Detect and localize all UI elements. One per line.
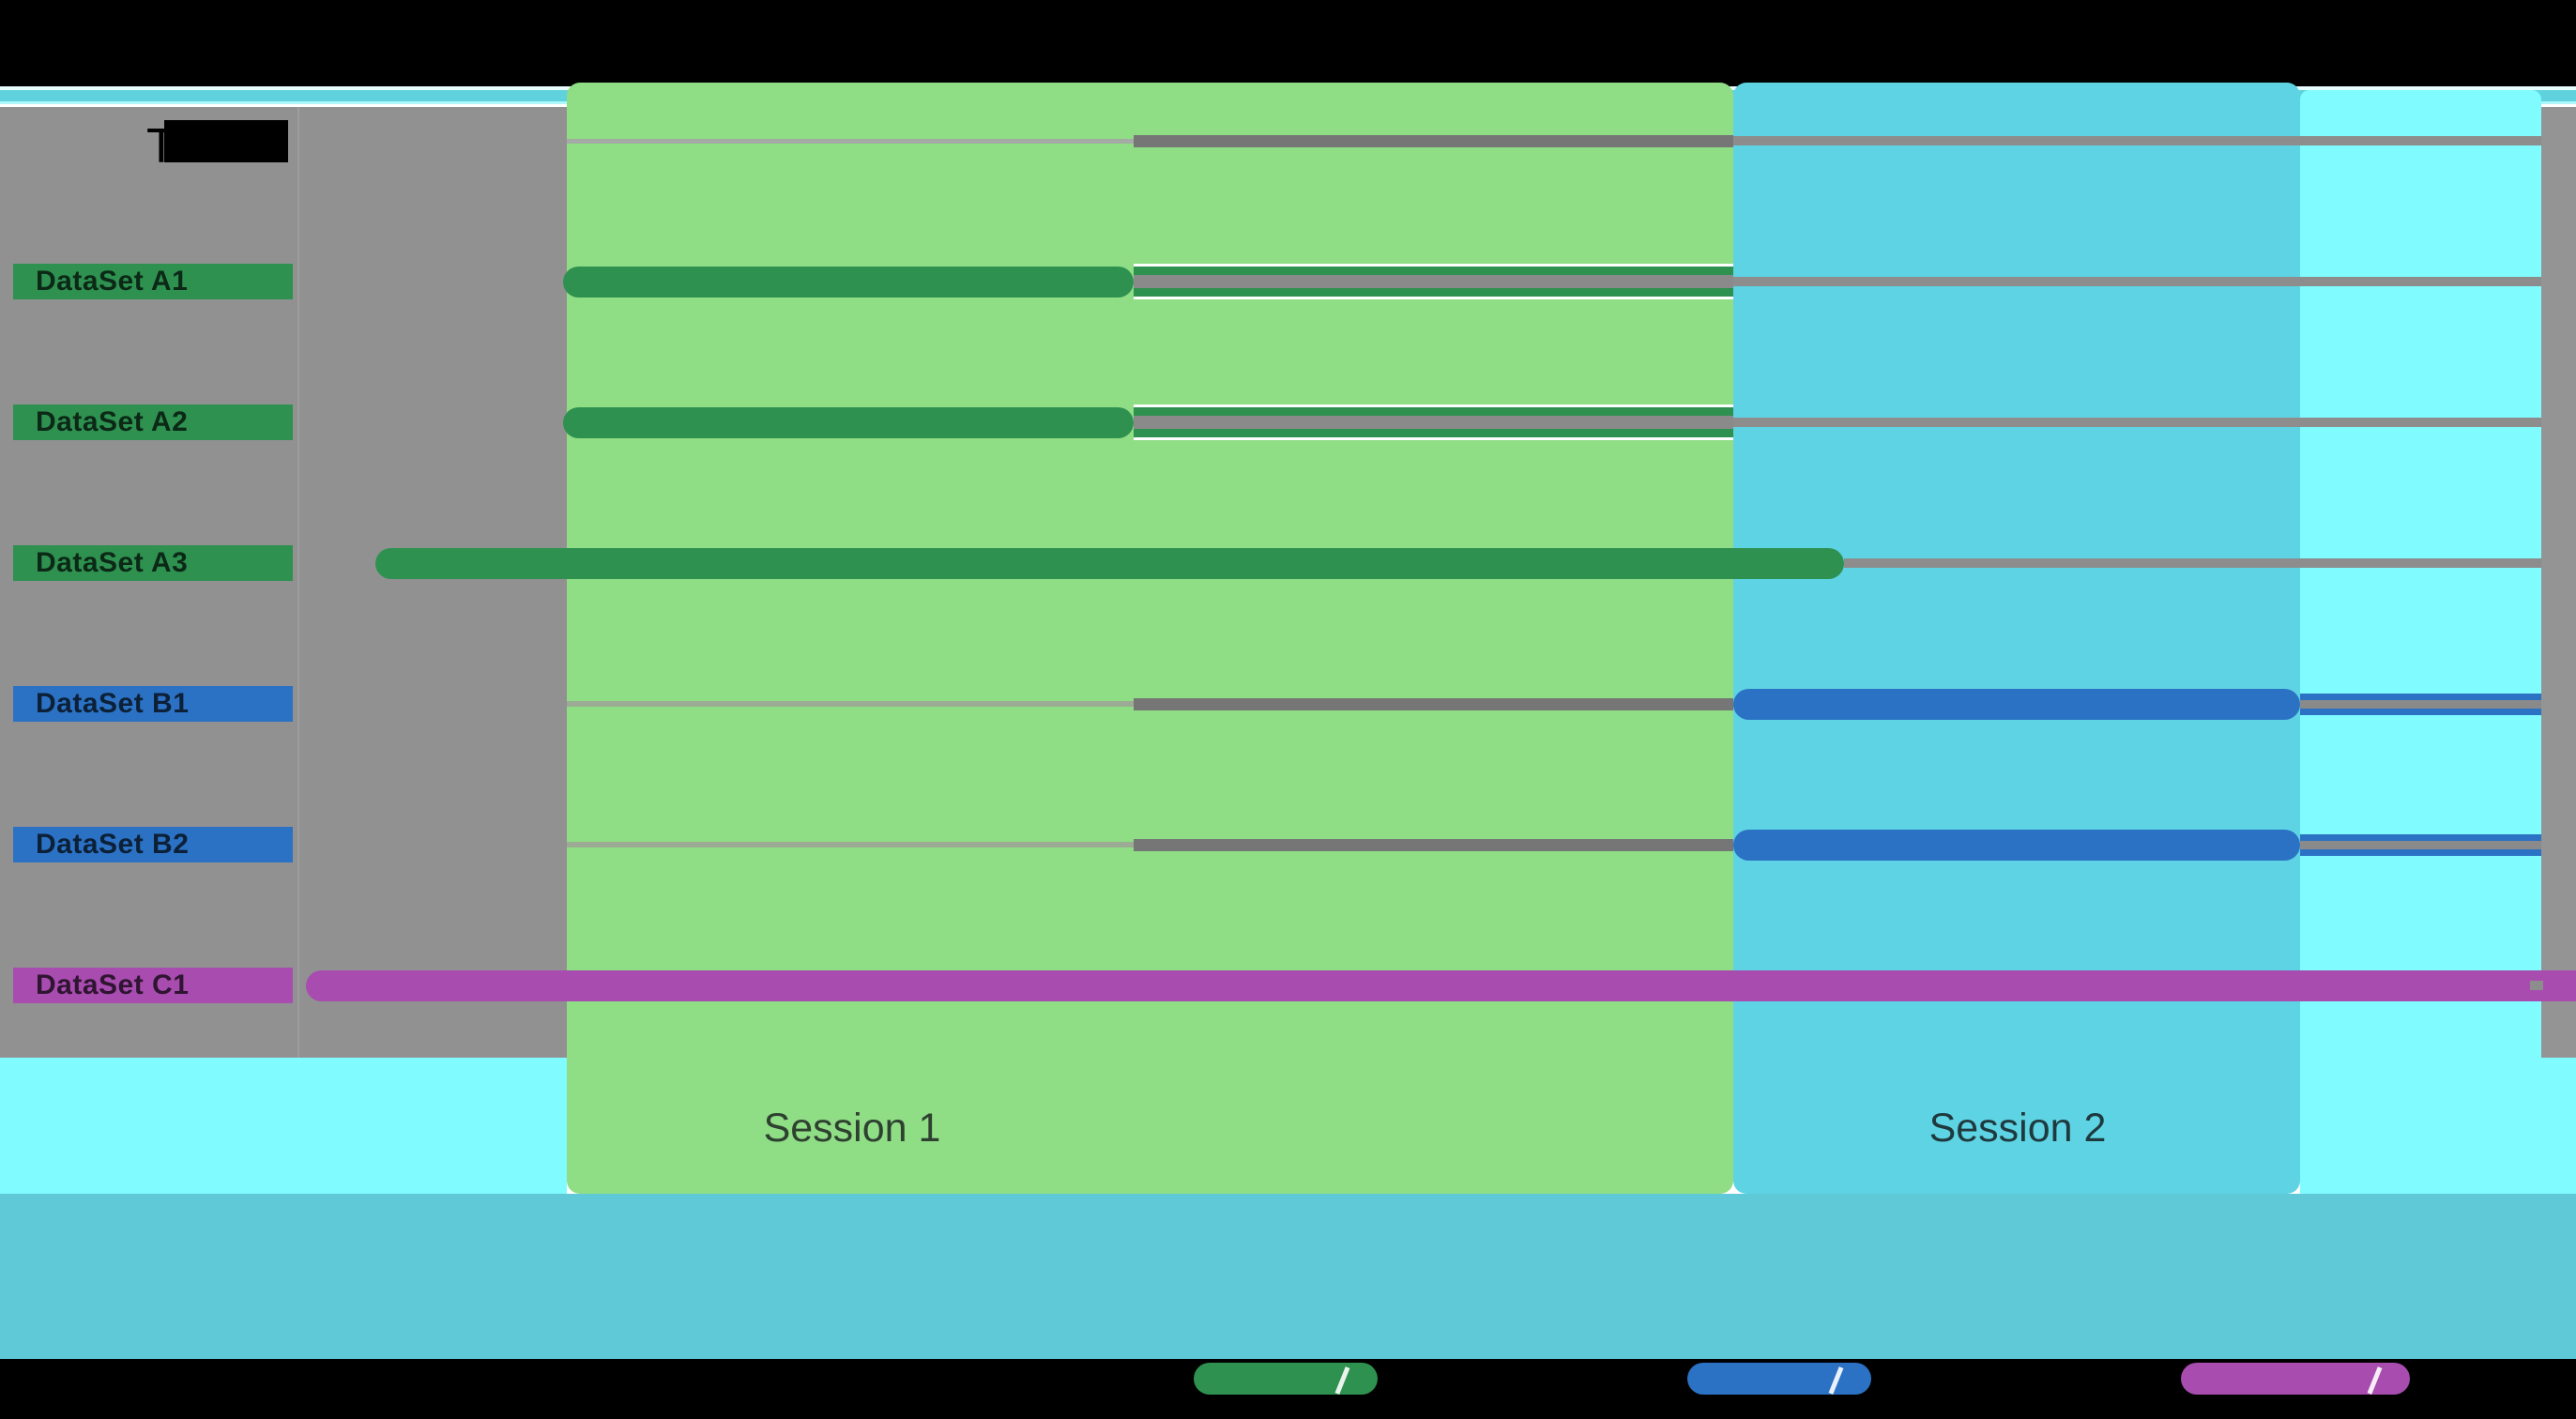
row-label-chip-dataset-c1: DataSet C1 [13,968,293,1003]
bar-tail-stripe [1134,288,1733,297]
bar-tail-stripe [1134,297,1733,299]
top-black-header [0,0,2576,86]
session-2-label: Session 2 [1928,1106,2107,1151]
bar-tail-row2 [1134,404,1733,440]
legend-text-remnant-slash [2367,1366,2383,1395]
bar-tail-stripe [1134,407,1733,416]
bar-tail-stripe [1134,429,1733,437]
bar-tail-stripe [2300,708,2541,715]
title-redaction-box [164,120,288,162]
gantt-bar-DataSet A3 [375,547,1844,579]
legend-text-remnant-slash [1828,1366,1844,1395]
blue-series-swatch [1687,1363,1871,1395]
bar-tail-stripe [2300,693,2541,700]
gantt-bar-DataSet A2 [563,406,1134,438]
bar-tail-stripe [1134,437,1733,440]
green-series-swatch [1194,1363,1378,1395]
bar-tail-row1 [1134,264,1733,299]
bar-tail-stripe [1134,416,1733,429]
bottom-right-light-cyan [2541,1058,2576,1194]
gridline-row0-seg2 [1733,136,2541,145]
right-light-cyan-band [2300,90,2541,1194]
gridline-row5-seg0 [567,842,1134,847]
gridline-row1-seg0 [1733,277,2541,286]
gridline-row0-seg0 [567,138,1134,144]
row-label-chip-dataset-b1: DataSet B1 [13,686,293,722]
gantt-bar-DataSet B2 [1733,829,2300,861]
bar-tail-stripe [2300,848,2541,856]
gridline-row4-seg1 [1134,697,1733,710]
gantt-bar-DataSet C1 [306,969,2576,1001]
label-gutter-divider [297,107,299,1058]
gantt-bar-DataSet B1 [1733,688,2300,720]
bar-tail-row5 [2300,833,2541,856]
row-label-chip-dataset-a2: DataSet A2 [13,404,293,440]
bar-tail-stripe [2300,840,2541,849]
gantt-bar-DataSet A1 [563,266,1134,298]
teal-footer-band [0,1194,2576,1359]
row-label-chip-dataset-a1: DataSet A1 [13,264,293,299]
bar-tail-stripe [2300,833,2541,841]
row-label-chip-dataset-b2: DataSet B2 [13,827,293,862]
gridline-row0-seg1 [1134,134,1733,147]
gridline-row4-seg0 [567,701,1134,707]
session-1-label: Session 1 [763,1106,941,1151]
bar-tail-stripe [1134,264,1733,267]
bar-tail-stripe [1134,275,1733,288]
row-label-chip-dataset-a3: DataSet A3 [13,545,293,581]
gridline-row2-seg0 [1733,418,2541,427]
gridline-row3-seg0 [1844,558,2541,568]
right-gray-margin [2541,107,2576,1058]
gridline-row5-seg1 [1134,838,1733,851]
bar-notch-row6 [2530,981,2543,990]
bar-tail-stripe [1134,267,1733,275]
legend-text-remnant-slash [1334,1366,1350,1395]
session-2-band [1733,83,2300,1194]
purple-series-swatch [2181,1363,2410,1395]
bar-tail-stripe [1134,404,1733,407]
bottom-left-light-cyan [0,1058,567,1194]
bar-tail-row4 [2300,693,2541,715]
bar-tail-stripe [2300,699,2541,709]
